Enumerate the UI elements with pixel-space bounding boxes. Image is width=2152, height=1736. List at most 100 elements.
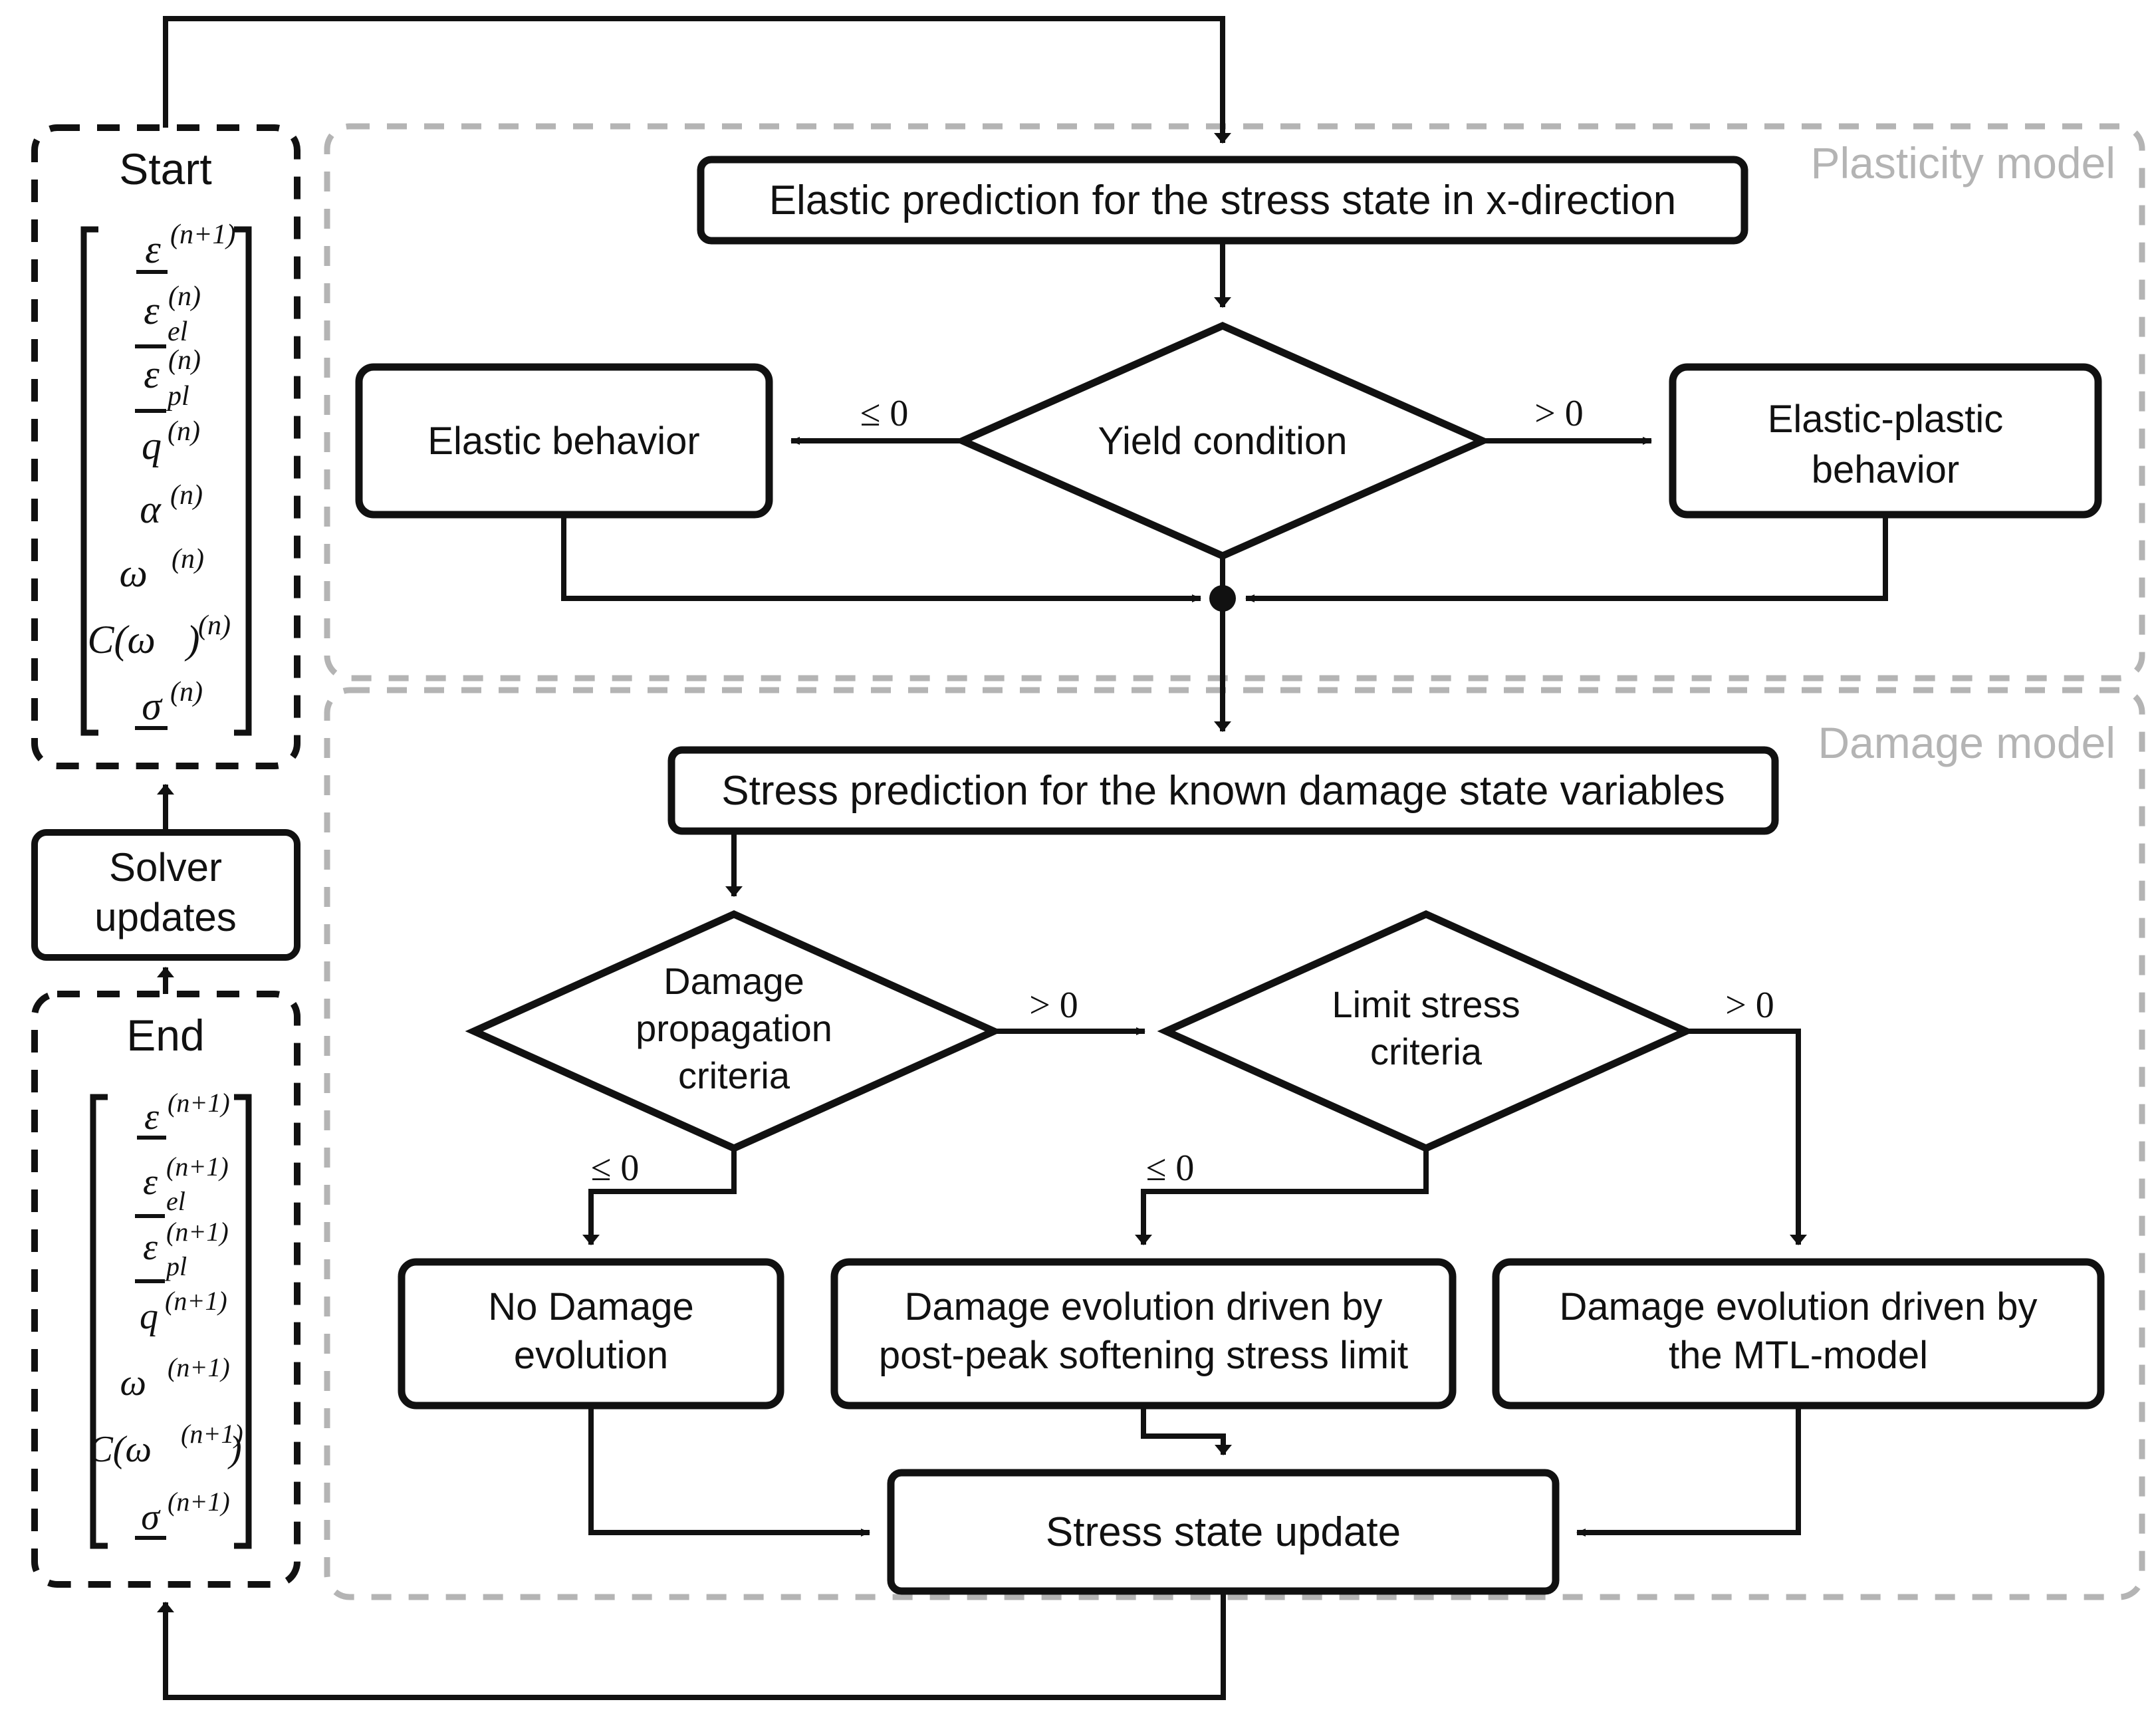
- node-damage-post-peak[interactable]: Damage evolution driven by post-peak sof…: [830, 1258, 1457, 1410]
- elastic-plastic-behavior-line-1: behavior: [1812, 448, 1959, 491]
- edge-label-limit-stress-gt: > 0: [1725, 985, 1774, 1026]
- start-variable-3: q (n): [142, 416, 200, 467]
- elastic-plastic-behavior-line-0: Elastic-plastic: [1768, 398, 2004, 441]
- start-var-1-sub: el: [168, 316, 187, 347]
- edge-mtl-to-stress-update: [1576, 1406, 1801, 1537]
- node-elastic-plastic-behavior[interactable]: Elastic-plastic behavior: [1669, 363, 2102, 519]
- node-damage-mtl[interactable]: Damage evolution driven by the MTL-model: [1492, 1258, 2105, 1410]
- elastic-prediction-label: Elastic prediction for the stress state …: [769, 178, 1677, 223]
- connector-layer: [157, 16, 1888, 1700]
- start-var-1-sup: (n): [168, 281, 201, 312]
- end-var-5-base: C(ω⃗: [88, 1429, 180, 1470]
- elastic-behavior-label: Elastic behavior: [427, 420, 699, 463]
- node-stress-state-update[interactable]: Stress state update: [887, 1469, 1560, 1595]
- solver-updates-line-1: updates: [94, 895, 237, 939]
- end-var-4-base: ω⃗: [120, 1362, 175, 1404]
- edge-damage-prop-to-no-damage: [582, 1148, 737, 1245]
- terminal-end[interactable]: End ε (n+1) ε (n+1) el ε (n+1) pl q: [31, 991, 300, 1588]
- start-border: [31, 124, 300, 769]
- edge-no-damage-to-stress-update: [588, 1406, 870, 1537]
- end-var-3-base: q: [140, 1296, 158, 1337]
- edge-limit-stress-to-mtl: [1686, 1029, 1807, 1245]
- end-variable-6: σ (n+1): [135, 1487, 230, 1540]
- end-var-1-base: ε: [143, 1162, 158, 1203]
- start-var-1-base: ε: [144, 289, 160, 332]
- start-var-4-base: α: [140, 487, 162, 531]
- start-var-4-sup: (n): [170, 480, 203, 511]
- edge-elastic-behavior-to-junction: [561, 515, 1201, 602]
- start-var-3-base: q: [142, 424, 162, 467]
- end-var-0-sup: (n+1): [168, 1088, 230, 1118]
- end-var-5-sup: (n+1): [181, 1419, 243, 1449]
- end-variable-5: C(ω⃗ (n+1) ): [88, 1419, 243, 1470]
- solver-updates-line-0: Solver: [109, 845, 222, 890]
- damage-model-border: [324, 687, 2145, 1600]
- start-var-2-sub: pl: [166, 381, 189, 412]
- damage-propagation-criteria-line-0: Damage: [663, 960, 804, 1002]
- end-var-2-sup: (n+1): [166, 1217, 229, 1247]
- edge-label-yield-gt: > 0: [1534, 393, 1584, 434]
- start-variable-5: ω⃗ (n): [119, 544, 204, 595]
- merge-junction-dot: [1209, 585, 1236, 612]
- yield-condition-label: Yield condition: [1098, 420, 1347, 463]
- end-border: [31, 991, 300, 1588]
- terminal-start[interactable]: Start ε (n+1) ε (n) el ε (n) pl: [31, 124, 300, 769]
- start-var-2-base: ε: [144, 352, 160, 396]
- node-elastic-prediction[interactable]: Elastic prediction for the stress state …: [697, 156, 1748, 245]
- elastic-plastic-behavior-box: [1669, 363, 2102, 519]
- start-var-5-base: ω⃗: [119, 551, 178, 595]
- edge-label-damage-prop-gt: > 0: [1029, 985, 1078, 1026]
- start-variable-list: ε (n+1) ε (n) el ε (n) pl q (n) α: [87, 219, 235, 730]
- start-bracket-left: [80, 226, 98, 736]
- node-solver-updates[interactable]: Solver updates: [31, 829, 300, 961]
- edge-label-limit-stress-le: ≤ 0: [1146, 1148, 1195, 1189]
- end-variable-0: ε (n+1): [137, 1088, 230, 1140]
- start-variable-2: ε (n) pl: [135, 345, 201, 413]
- damage-model-label: Damage model: [1818, 718, 2115, 767]
- node-no-damage-evolution[interactable]: No Damage evolution: [398, 1258, 784, 1410]
- end-bracket-right: [234, 1094, 252, 1549]
- plasticity-model-border: [324, 123, 2145, 682]
- stress-state-update-label: Stress state update: [1046, 1509, 1401, 1555]
- start-var-5-sup: (n): [172, 544, 204, 574]
- start-variable-7: σ (n): [135, 677, 203, 730]
- edge-label-layer: ≤ 0 > 0 > 0 ≤ 0 ≤ 0 > 0: [591, 393, 1774, 1189]
- node-stress-prediction[interactable]: Stress prediction for the known damage s…: [667, 746, 1779, 835]
- edge-elastic-plastic-to-junction: [1245, 515, 1888, 602]
- node-damage-propagation-criteria[interactable]: Damage propagation criteria: [465, 910, 1003, 1153]
- end-var-1-sup: (n+1): [166, 1152, 229, 1181]
- end-variable-3: q (n+1): [140, 1286, 227, 1337]
- start-variable-0: ε (n+1): [136, 219, 235, 274]
- damage-propagation-criteria-line-1: propagation: [636, 1007, 832, 1049]
- start-bracket-right: [234, 226, 252, 736]
- edge-loop-bottom: [157, 1591, 1226, 1700]
- start-label: Start: [119, 144, 211, 193]
- no-damage-evolution-line-0: No Damage: [488, 1285, 693, 1328]
- edge-label-damage-prop-le: ≤ 0: [591, 1148, 640, 1189]
- group-damage-model: Damage model: [324, 687, 2145, 1600]
- start-var-6-base: C(ω⃗): [87, 618, 199, 662]
- end-label: End: [126, 1011, 204, 1060]
- limit-stress-criteria-line-0: Limit stress: [1332, 983, 1520, 1025]
- edge-label-yield-le: ≤ 0: [860, 393, 909, 434]
- end-var-6-base: σ: [141, 1497, 161, 1538]
- start-var-7-sup: (n): [170, 677, 203, 707]
- node-elastic-behavior[interactable]: Elastic behavior: [355, 363, 773, 519]
- end-var-2-base: ε: [143, 1227, 158, 1268]
- start-var-6-sup: (n): [198, 610, 231, 641]
- end-var-2-sub: pl: [164, 1251, 187, 1281]
- edge-stress-prediction-to-damage-prop: [725, 828, 1223, 897]
- damage-mtl-line-1: the MTL-model: [1669, 1334, 1928, 1377]
- end-var-4-sup: (n+1): [168, 1352, 230, 1382]
- node-limit-stress-criteria[interactable]: Limit stress criteria: [1157, 910, 1695, 1153]
- end-variable-1: ε (n+1) el: [135, 1152, 229, 1218]
- edge-post-peak-to-stress-update: [1141, 1406, 1232, 1455]
- limit-stress-criteria-line-1: criteria: [1370, 1031, 1483, 1072]
- start-var-0-base: ε: [145, 227, 161, 271]
- damage-post-peak-line-1: post-peak softening stress limit: [879, 1334, 1408, 1377]
- end-var-3-sup: (n+1): [165, 1286, 227, 1316]
- start-var-3-sup: (n): [168, 416, 200, 447]
